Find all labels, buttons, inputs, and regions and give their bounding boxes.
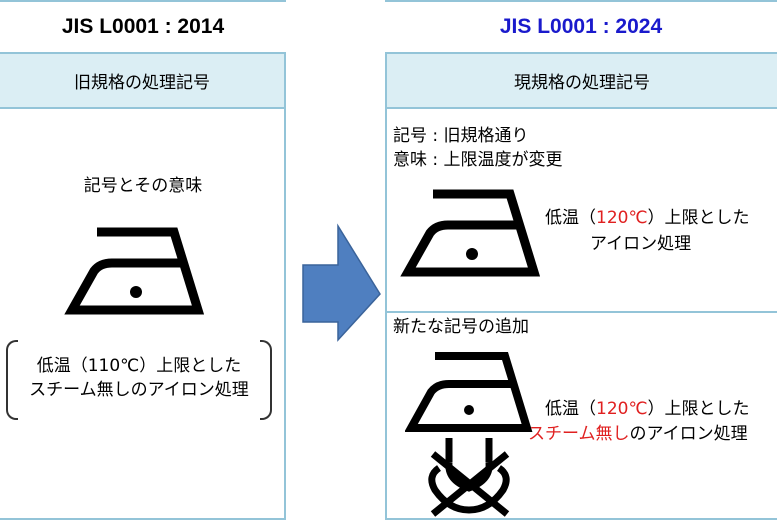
- section1-line1: 記号 : 旧規格通り: [393, 126, 529, 146]
- section2-desc-line2: スチーム無しのアイロン処理: [528, 422, 748, 446]
- desc-post: ）上限とした: [647, 208, 750, 228]
- desc-pre: 低温（: [545, 399, 596, 419]
- arrow-right-icon: [302, 223, 381, 342]
- iron-icon-old: [64, 227, 204, 315]
- no-steam-highlight: スチーム無し: [528, 424, 630, 444]
- section1-desc-line2: アイロン処理: [590, 234, 692, 254]
- section1-desc: 低温（120℃）上限とした: [545, 206, 750, 230]
- right-header: 現規格の処理記号: [385, 52, 777, 109]
- desc-post: ）上限とした: [647, 399, 750, 419]
- meaning-line2: スチーム無しのアイロン処理: [29, 380, 249, 400]
- right-title: JIS L0001 : 2024: [499, 15, 663, 38]
- section2-title: 新たな記号の追加: [393, 317, 529, 337]
- meaning-line1: 低温（110℃）上限とした: [36, 356, 242, 376]
- left-header: 旧規格の処理記号: [0, 52, 286, 109]
- desc-rest: のアイロン処理: [629, 424, 748, 444]
- left-title: JIS L0001 : 2014: [61, 15, 225, 38]
- left-bracket: [6, 340, 18, 420]
- section-divider: [385, 311, 777, 313]
- right-top-line: [385, 0, 777, 2]
- section2-desc: 低温（120℃）上限とした: [545, 397, 750, 421]
- left-top-line: [0, 0, 286, 2]
- iron-icon-current: [400, 189, 540, 277]
- left-caption: 記号とその意味: [83, 176, 203, 196]
- desc-temp: 120℃: [596, 399, 648, 419]
- right-bracket: [260, 340, 272, 420]
- desc-temp: 120℃: [596, 208, 648, 228]
- meaning-bracket: 低温（110℃）上限とした スチーム無しのアイロン処理: [6, 340, 272, 420]
- desc-pre: 低温（: [545, 208, 596, 228]
- section1-line2: 意味 : 上限温度が変更: [393, 150, 563, 170]
- iron-no-steam-icon: [405, 352, 533, 517]
